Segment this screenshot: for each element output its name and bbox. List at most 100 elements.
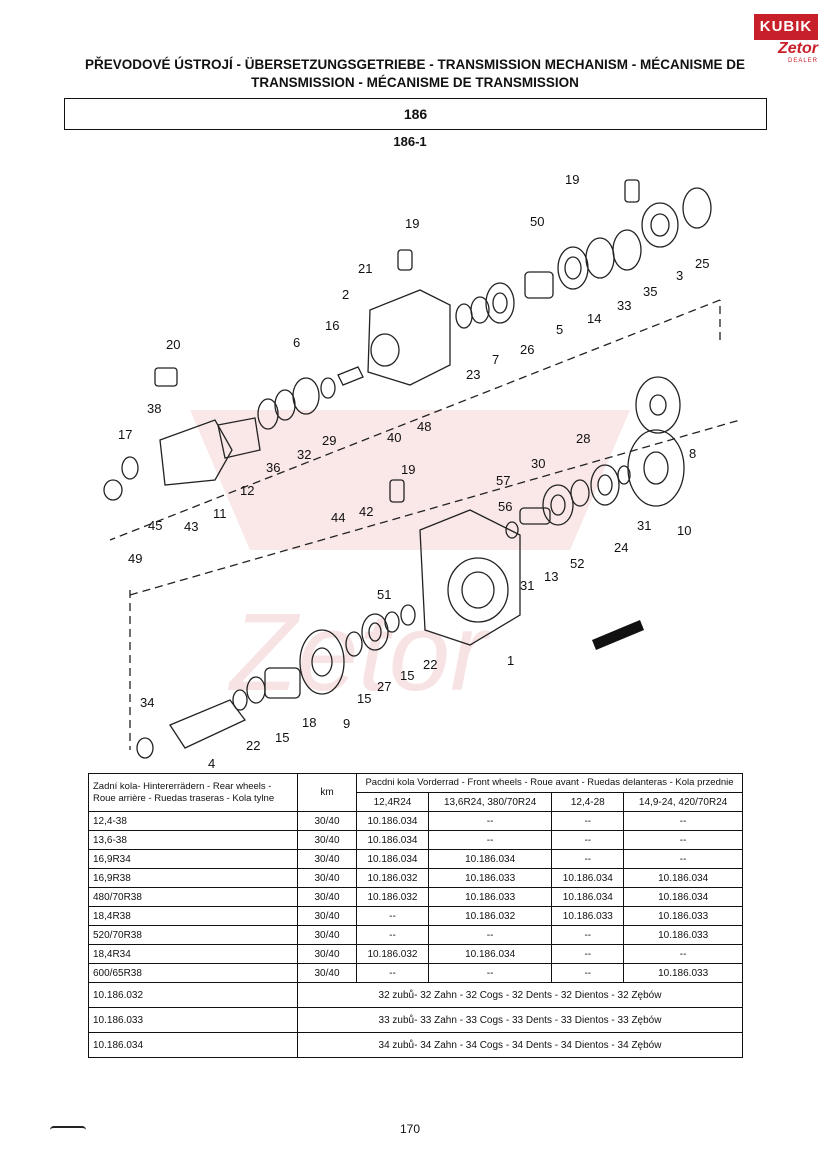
callout: 28 — [576, 431, 590, 446]
header-rear-wheels: Zadní kola- Hintererrädern - Rear wheels… — [88, 773, 298, 812]
cell: 30/40 — [297, 887, 357, 907]
callout: 15 — [400, 668, 414, 683]
cell: -- — [551, 944, 625, 964]
callout: 32 — [297, 447, 311, 462]
cell: -- — [551, 830, 625, 850]
callout: 44 — [331, 510, 345, 525]
callout: 26 — [520, 342, 534, 357]
teeth-description: 34 zubů- 34 Zahn - 34 Cogs - 34 Dents - … — [297, 1032, 743, 1058]
part-number: 10.186.034 — [88, 1032, 298, 1058]
callout: 19 — [405, 216, 419, 231]
callout: 40 — [387, 430, 401, 445]
callout: 38 — [147, 401, 161, 416]
callout: 13 — [544, 569, 558, 584]
cell: 10.186.033 — [623, 906, 743, 926]
cell: -- — [356, 925, 429, 945]
cell: -- — [623, 811, 743, 831]
cell: 30/40 — [297, 849, 357, 869]
callout: 15 — [357, 691, 371, 706]
callout: 56 — [498, 499, 512, 514]
cell: -- — [623, 830, 743, 850]
cell: 10.186.034 — [551, 887, 625, 907]
cell: 10.186.034 — [623, 868, 743, 888]
callout: 4 — [208, 756, 215, 770]
cell: -- — [551, 811, 625, 831]
callout: 24 — [614, 540, 628, 555]
cell: 16,9R34 — [88, 849, 298, 869]
header-front-col: 14,9-24, 420/70R24 — [623, 792, 743, 812]
callout: 21 — [358, 261, 372, 276]
callout: 9 — [343, 716, 350, 731]
cell: -- — [427, 811, 553, 831]
part-number: 10.186.032 — [88, 982, 298, 1008]
callout: 57 — [496, 473, 510, 488]
callout: 22 — [423, 657, 437, 672]
cell: -- — [427, 925, 553, 945]
callout: 2 — [342, 287, 349, 302]
cell: 10.186.033 — [427, 868, 553, 888]
footer-mark — [50, 1126, 86, 1134]
cell: 30/40 — [297, 944, 357, 964]
callout: 36 — [266, 460, 280, 475]
cell: 10.186.034 — [356, 811, 429, 831]
cell: 18,4R38 — [88, 906, 298, 926]
header-km: km — [297, 773, 357, 812]
callout: 16 — [325, 318, 339, 333]
cell: 30/40 — [297, 906, 357, 926]
logo-dealer: DEALER — [787, 58, 818, 64]
cell: 16,9R38 — [88, 868, 298, 888]
callout: 7 — [492, 352, 499, 367]
cell: -- — [427, 963, 553, 983]
callout: 20 — [166, 337, 180, 352]
callout: 30 — [531, 456, 545, 471]
header-front-wheels: Pacdni kola Vorderrad - Front wheels - R… — [356, 773, 743, 793]
callout: 14 — [587, 311, 601, 326]
cell: -- — [356, 963, 429, 983]
cell: 30/40 — [297, 868, 357, 888]
callout: 43 — [184, 519, 198, 534]
teeth-description: 33 zubů- 33 Zahn - 33 Cogs - 33 Dents - … — [297, 1007, 743, 1033]
callout: 34 — [140, 695, 154, 710]
cell: 10.186.032 — [356, 868, 429, 888]
header-front-col: 13,6R24, 380/70R24 — [427, 792, 553, 812]
cell: -- — [427, 830, 553, 850]
subsection-number: 186-1 — [393, 134, 427, 149]
logo-kubik: KUBIK — [754, 14, 818, 40]
cell: 10.186.033 — [427, 887, 553, 907]
cell: -- — [356, 906, 429, 926]
callout: 5 — [556, 322, 563, 337]
cell: 30/40 — [297, 963, 357, 983]
cell: 10.186.032 — [356, 887, 429, 907]
cell: 10.186.034 — [551, 868, 625, 888]
callout: 45 — [148, 518, 162, 533]
callout: 18 — [302, 715, 316, 730]
cell: 480/70R38 — [88, 887, 298, 907]
cell: 30/40 — [297, 830, 357, 850]
callout: 23 — [466, 367, 480, 382]
page-title: PŘEVODOVÉ ÚSTROJÍ - ÜBERSETZUNGSGETRIEBE… — [84, 57, 746, 90]
cell: 30/40 — [297, 925, 357, 945]
callout: 12 — [240, 483, 254, 498]
cell: -- — [551, 963, 625, 983]
callout: 8 — [689, 446, 696, 461]
cell: 10.186.034 — [427, 849, 553, 869]
header-front-col: 12,4-28 — [551, 792, 625, 812]
header-front-col: 12,4R24 — [356, 792, 429, 812]
callout: 19 — [401, 462, 415, 477]
cell: -- — [551, 849, 625, 869]
cell: 10.186.032 — [356, 944, 429, 964]
callout: 11 — [213, 506, 227, 521]
cell: -- — [551, 925, 625, 945]
callout: 35 — [643, 284, 657, 299]
kubik-zetor-logo: KUBIK Zetor DEALER — [754, 14, 818, 64]
exploded-parts-diagram: 19 50 3 25 35 33 14 5 26 7 23 21 19 2 16… — [103, 172, 741, 770]
callout: 48 — [417, 419, 431, 434]
